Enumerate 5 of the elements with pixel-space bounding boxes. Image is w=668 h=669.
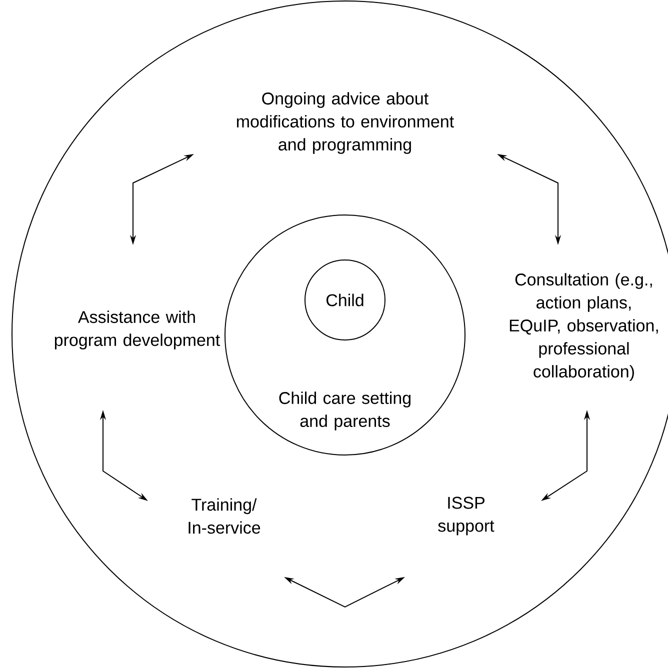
service-label: ISSP support (438, 496, 494, 536)
service-label: Ongoing advice about modifications to environment and programming (237, 92, 454, 154)
service-label: Training/ In-service (188, 498, 260, 534)
service-label: Consultation (e.g., action plans, EQuIP, observation, professional collaboration) (510, 273, 658, 381)
service-label: Assistance with program development (54, 310, 220, 350)
